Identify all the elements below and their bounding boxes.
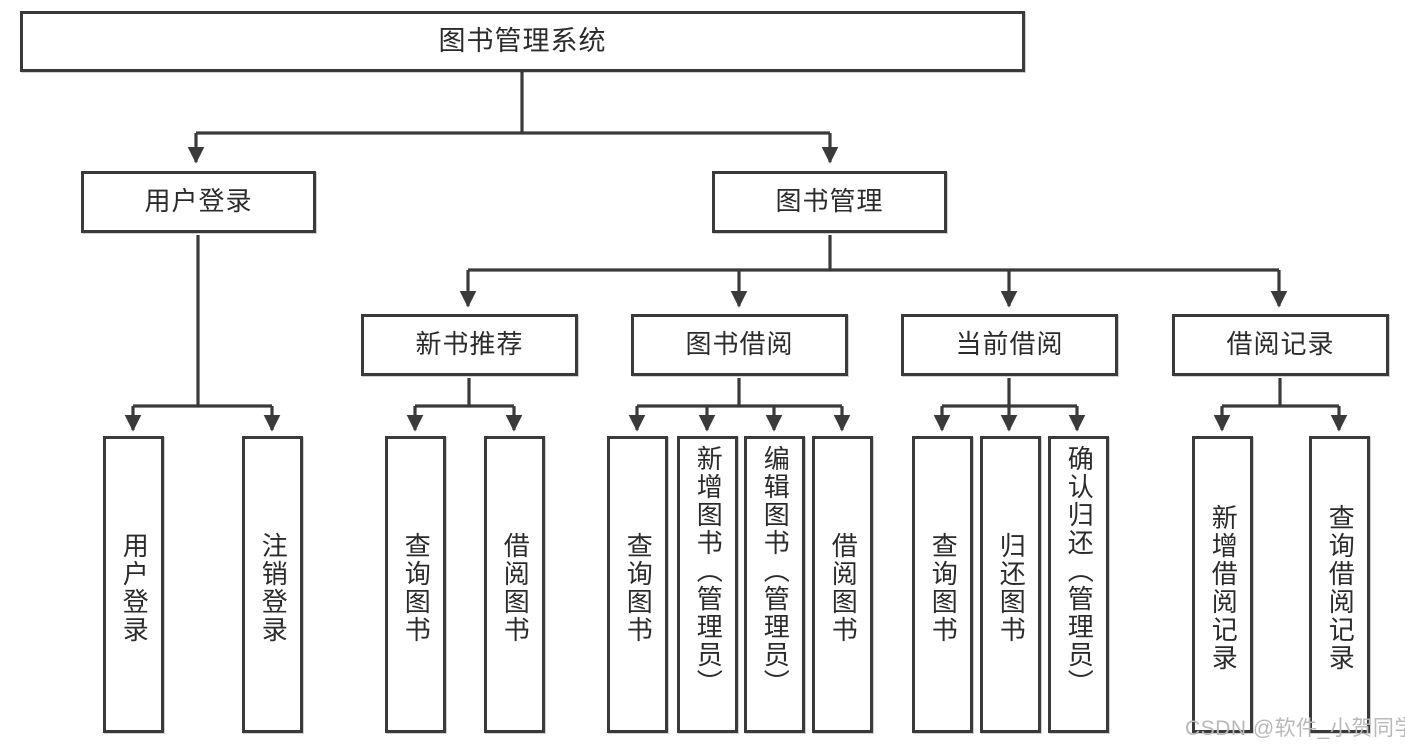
node-label: 查询图书 [623, 531, 654, 644]
leaf-query-book-current[interactable]: 查询图书 [912, 436, 973, 733]
leaf-add-borrow-record[interactable]: 新增借阅记录 [1192, 436, 1253, 733]
leaf-logout-login[interactable]: 注销登录 [242, 436, 303, 733]
leaf-edit-book[interactable]: 编辑图书（管理员） [744, 436, 805, 733]
node-label: 当前借阅 [955, 329, 1064, 360]
node-label: 借阅记录 [1226, 329, 1335, 360]
node-root-book-management-system[interactable]: 图书管理系统 [20, 11, 1025, 72]
node-label: 查询借阅记录 [1325, 503, 1356, 672]
leaf-confirm-return[interactable]: 确认归还（管理员） [1048, 436, 1109, 733]
node-label: 图书管理 [775, 186, 884, 217]
leaf-query-book-borrow[interactable]: 查询图书 [607, 436, 668, 733]
leaf-query-borrow-record[interactable]: 查询借阅记录 [1309, 436, 1370, 733]
node-user-login[interactable]: 用户登录 [81, 171, 316, 233]
leaf-user-login[interactable]: 用户登录 [103, 436, 164, 733]
node-label: 确认归还（管理员） [1064, 445, 1095, 697]
node-borrow-record[interactable]: 借阅记录 [1172, 314, 1389, 376]
node-book-management[interactable]: 图书管理 [712, 171, 947, 233]
node-label: 查询图书 [401, 531, 432, 644]
node-label: 注销登录 [258, 531, 289, 644]
node-current-borrow[interactable]: 当前借阅 [901, 314, 1118, 376]
node-label: 用户登录 [144, 186, 253, 217]
leaf-borrow-book[interactable]: 借阅图书 [812, 436, 873, 733]
leaf-return-book[interactable]: 归还图书 [980, 436, 1041, 733]
node-label: 图书管理系统 [438, 25, 607, 56]
node-label: 编辑图书（管理员） [760, 445, 791, 697]
node-label: 用户登录 [119, 531, 150, 644]
node-label: 借阅图书 [828, 531, 859, 644]
node-label: 新书推荐 [415, 329, 524, 360]
node-book-borrow[interactable]: 图书借阅 [631, 314, 848, 376]
node-label: 新增图书（管理员） [693, 445, 724, 697]
node-label: 归还图书 [996, 531, 1027, 644]
node-label: 借阅图书 [500, 531, 531, 644]
node-new-book-recommend[interactable]: 新书推荐 [361, 314, 578, 376]
leaf-add-book[interactable]: 新增图书（管理员） [677, 436, 738, 733]
leaf-query-book-recommend[interactable]: 查询图书 [385, 436, 446, 733]
csdn-watermark: CSDN @软件_小贺同学 [1185, 717, 1405, 740]
node-label: 查询图书 [928, 531, 959, 644]
leaf-borrow-book-recommend[interactable]: 借阅图书 [484, 436, 545, 733]
node-label: 图书借阅 [685, 329, 794, 360]
node-label: 新增借阅记录 [1208, 503, 1239, 672]
